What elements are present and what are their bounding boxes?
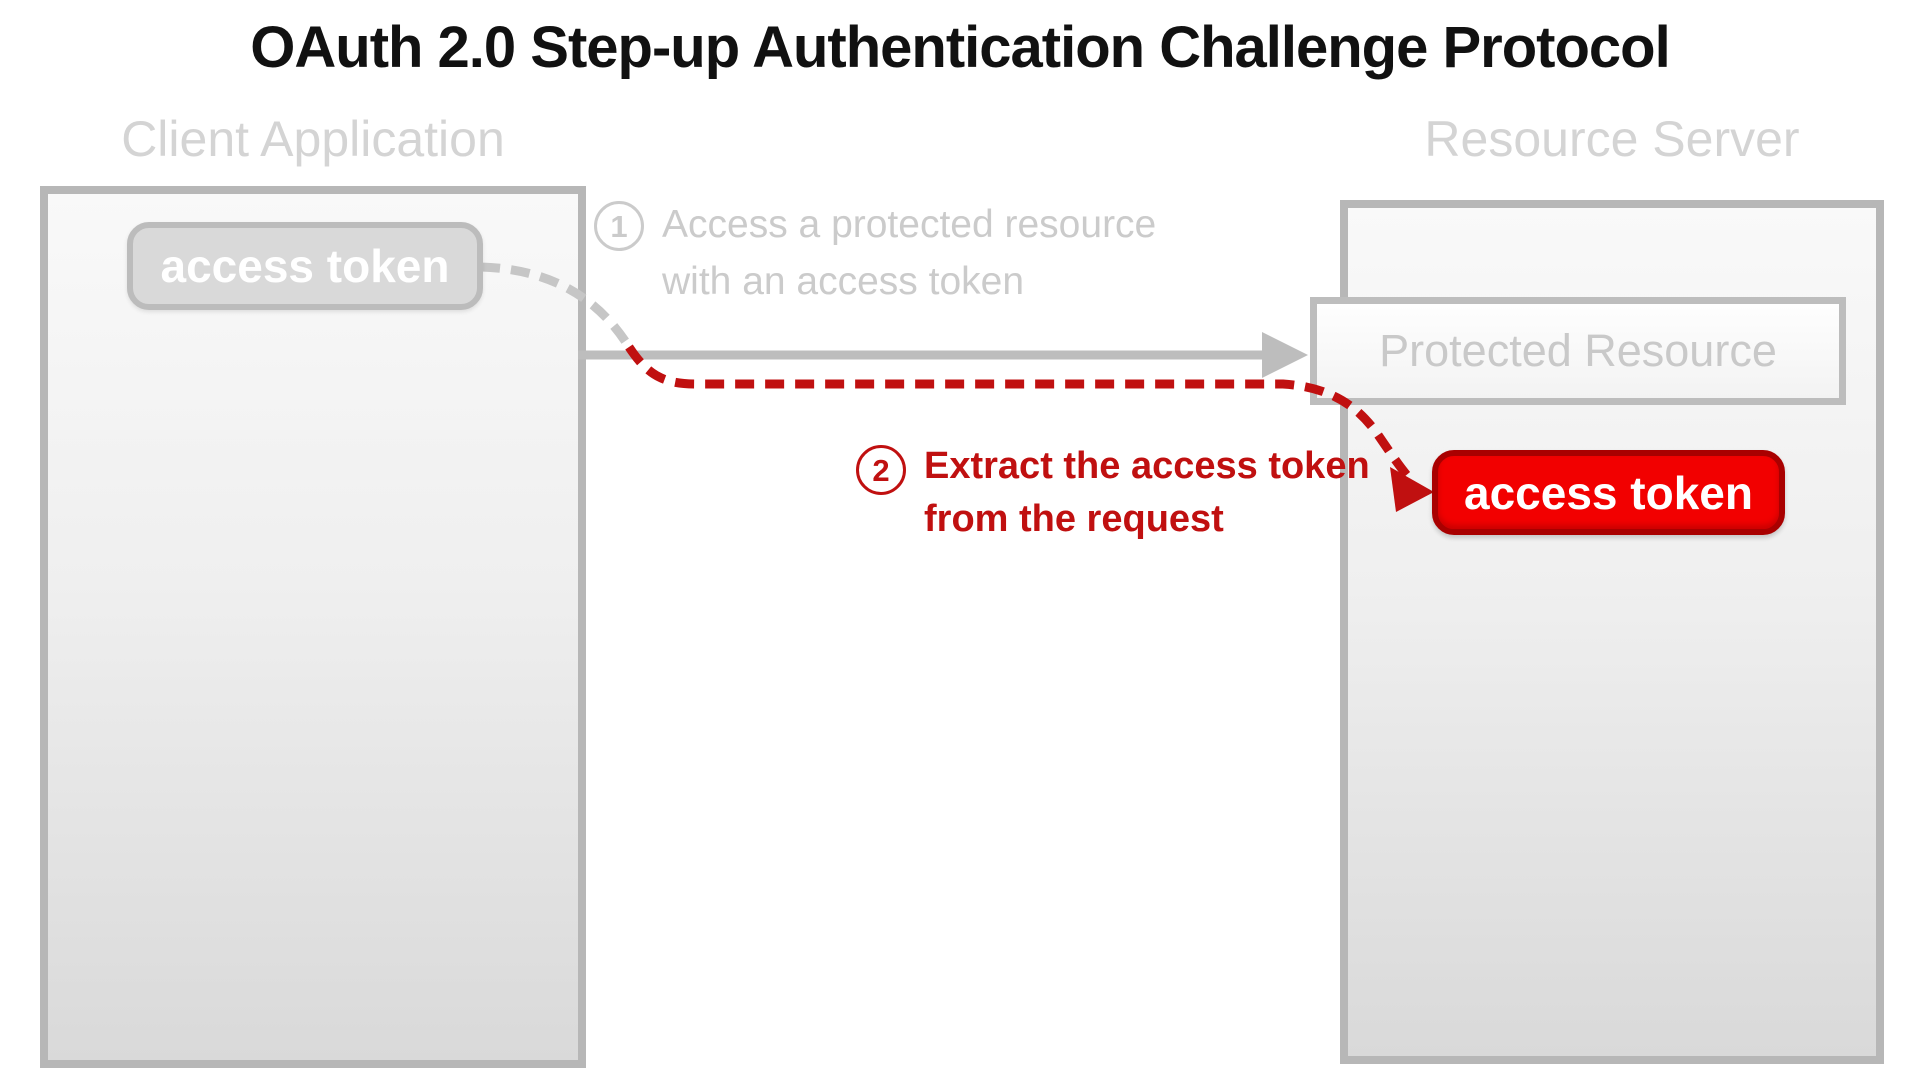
client-access-token-label: access token [160,240,450,292]
step1-line2: with an access token [662,260,1025,303]
page-title: OAuth 2.0 Step-up Authentication Challen… [250,15,1670,80]
resource-server-label: Resource Server [1424,111,1800,167]
client-application-box [40,186,586,1068]
step1-annotation: 1 Access a protected resource with an ac… [594,196,1156,310]
client-access-token-badge: access token [127,222,483,310]
server-access-token-label: access token [1464,466,1753,519]
request-arrowhead-icon [1262,332,1308,378]
server-access-token-badge: access token [1432,450,1785,535]
protected-resource-box: Protected Resource [1310,297,1846,405]
step1-number-circled: 1 [594,201,644,251]
step1-line1: Access a protected resource [662,203,1157,246]
step2-line1: Extract the access token [924,445,1370,487]
step2-number-circled: 2 [856,445,906,495]
protected-resource-label: Protected Resource [1379,325,1777,376]
step2-line2: from the request [924,498,1224,540]
client-application-label: Client Application [121,111,505,167]
step2-annotation: 2 Extract the access token from the requ… [856,440,1370,546]
